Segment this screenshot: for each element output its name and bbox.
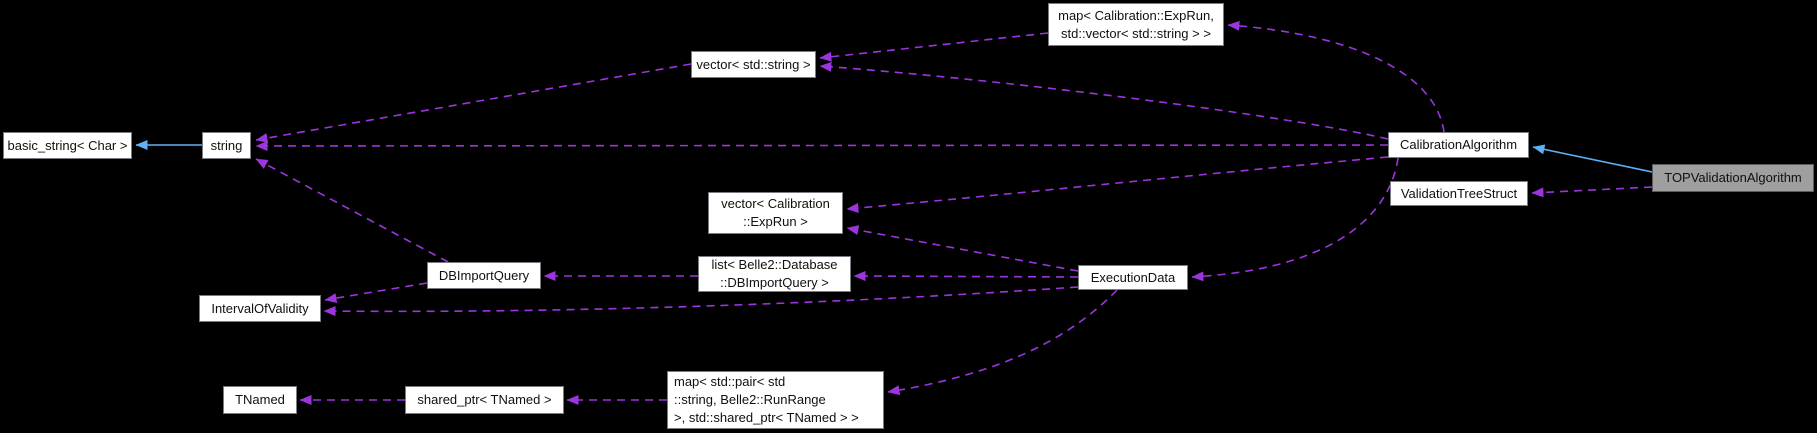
edge-calibrationalgorithm-to-string [255,140,1389,151]
edge-calibrationalgorithm-to-vector-exprun [846,156,1389,213]
node-vector-std-string[interactable]: vector< std::string > [691,51,816,78]
node-vector-calibration-exprun[interactable]: vector< Calibration ::ExpRun > [708,192,843,234]
edge-calibrationalgorithm-to-executiondata [1191,157,1399,282]
edge-executiondata-to-map-runrange [887,289,1118,396]
node-execution-data[interactable]: ExecutionData [1078,265,1188,290]
node-tnamed[interactable]: TNamed [223,386,297,414]
edge-executiondata-to-list-dbimportquery [853,271,1079,282]
node-dbimportquery[interactable]: DBImportQuery [427,262,541,289]
node-map-exprun-vector-string[interactable]: map< Calibration::ExpRun, std::vector< s… [1048,3,1224,46]
node-top-validation-algorithm[interactable]: TOPValidationAlgorithm [1652,164,1814,192]
node-string[interactable]: string [202,132,251,159]
edge-vector-string-to-string [255,63,692,143]
node-calibration-algorithm[interactable]: CalibrationAlgorithm [1388,132,1529,158]
node-shared-ptr-tnamed[interactable]: shared_ptr< TNamed > [405,386,564,414]
edge-calibrationalgorithm-to-map-exprun [1227,20,1445,133]
edge-executiondata-to-vector-exprun [846,225,1079,272]
edge-calibrationalgorithm-to-vector-string [819,61,1389,140]
node-basic-string[interactable]: basic_string< Char > [3,132,132,159]
node-list-dbimportquery[interactable]: list< Belle2::Database ::DBImportQuery > [698,256,851,292]
edge-dbimportquery-to-intervalofvalidity [324,282,428,304]
edge-topvalidationalgorithm-to-validationtreestruct [1531,186,1653,198]
edge-topvalidationalgorithm-to-calibrationalgorithm [1532,144,1653,173]
node-validation-tree-struct[interactable]: ValidationTreeStruct [1390,181,1528,206]
edge-map-exprun-to-vector-string [819,32,1049,62]
node-interval-of-validity[interactable]: IntervalOfValidity [199,295,321,322]
node-map-runrange-shared-ptr-tnamed[interactable]: map< std::pair< std ::string, Belle2::Ru… [667,371,884,429]
edge-executiondata-to-intervalofvalidity [323,286,1079,317]
edge-dbimportquery-to-string [255,158,449,263]
